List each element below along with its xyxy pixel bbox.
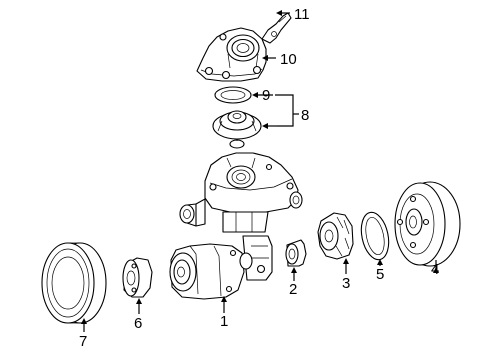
bushing-part-2 [285,239,307,267]
callout-10: 10 [280,51,297,68]
gasket-part-5 [360,211,390,261]
callout-7: 7 [79,333,87,350]
o-ring-part-9 [214,86,252,104]
callout-labels: 11 10 9 8 1 2 3 5 4 6 7 [79,6,439,350]
housing-upper [179,152,303,233]
callout-4: 4 [431,261,439,278]
hub-part-6 [122,257,153,298]
pulley-part-4 [394,181,461,267]
callout-11: 11 [294,6,310,23]
large-pulley-part-7 [41,242,107,324]
callout-9: 9 [262,87,270,104]
water-pump-part-1 [169,235,273,300]
bracket-part-11 [261,12,292,44]
callout-8: 8 [301,107,309,124]
callout-2: 2 [289,281,297,298]
impeller-part-3 [317,212,354,260]
leader-lines [81,10,439,332]
callout-1: 1 [220,313,228,330]
thermostat-cover-part-10 [196,27,267,82]
callout-5: 5 [376,266,384,283]
callout-6: 6 [134,315,142,332]
thermostat-part-8 [212,110,262,149]
callout-3: 3 [342,275,350,292]
